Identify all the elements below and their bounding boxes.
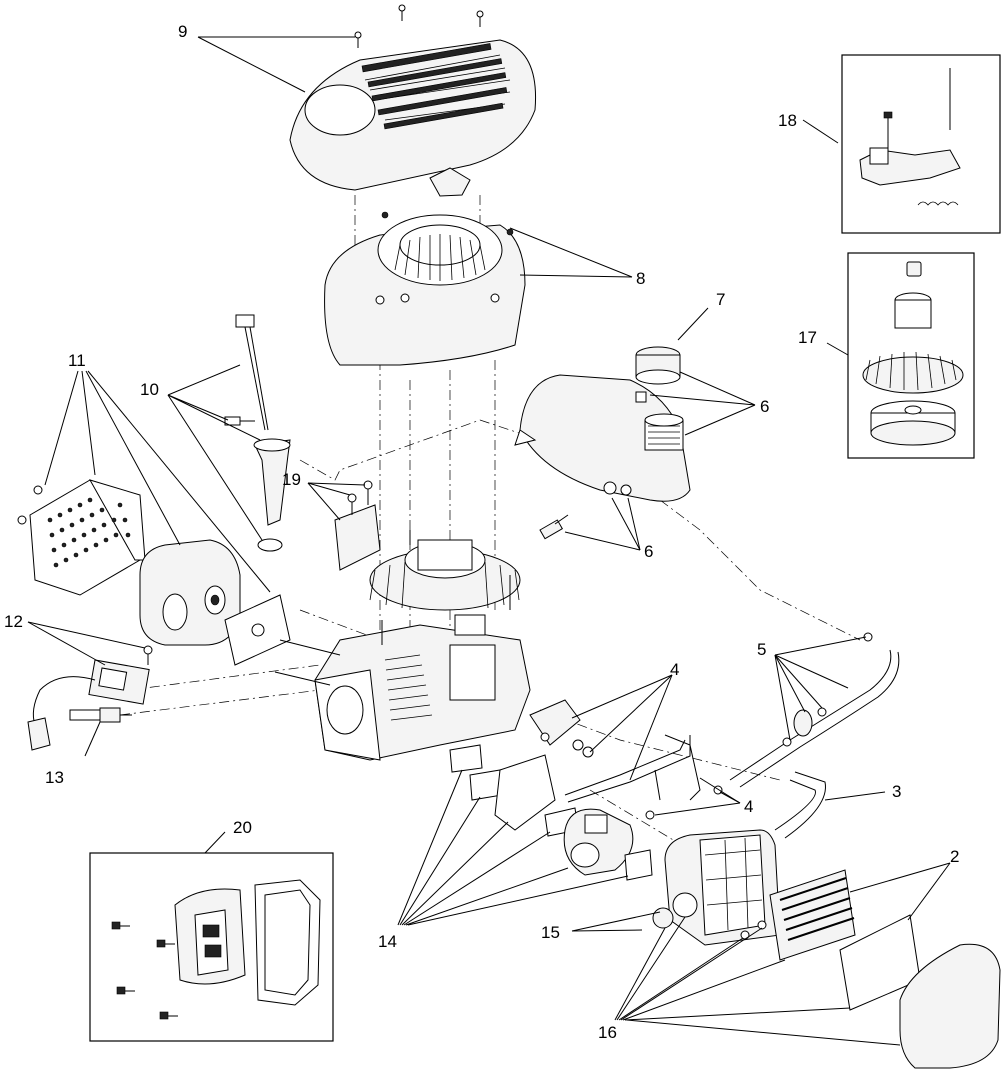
callout-19: 19	[282, 470, 301, 489]
inset-box-17	[847, 252, 975, 459]
spark-plug-part	[69, 707, 132, 723]
callout-16: 16	[598, 1023, 617, 1042]
callout-15: 15	[541, 923, 560, 942]
muffler-heat-shield-part	[17, 479, 291, 666]
dipstick-tube-part	[224, 314, 291, 552]
bracket-19-part	[334, 480, 381, 571]
callout-10: 10	[140, 380, 159, 399]
callout-13: 13	[45, 768, 64, 787]
callout-8: 8	[636, 269, 645, 288]
inset-box-18	[841, 54, 1001, 234]
top-shroud-part	[289, 4, 537, 197]
callout-3: 3	[892, 782, 901, 801]
callout-4a: 4	[670, 660, 679, 679]
callout-17: 17	[798, 328, 817, 347]
carburetor-gaskets-part	[449, 744, 653, 881]
callout-6b: 6	[644, 542, 653, 561]
assembly-guide-lines	[119, 195, 861, 871]
callout-4b: 4	[744, 797, 753, 816]
callout-9: 9	[178, 22, 187, 41]
fuel-line-part	[729, 632, 900, 839]
callout-20: 20	[233, 818, 252, 837]
fuel-fitting-part	[539, 514, 569, 540]
callout-11: 11	[68, 351, 86, 370]
callout-2: 2	[950, 847, 959, 866]
callout-5: 5	[757, 640, 766, 659]
callout-labels: 9 18 8 7 17 11 10 6 19 6 12 5 4 13 4 3 2…	[4, 22, 959, 1042]
engine-block-part	[274, 530, 531, 761]
callout-14: 14	[378, 932, 397, 951]
blower-housing-part	[324, 211, 526, 366]
leader-lines	[27, 36, 951, 1046]
callout-7: 7	[716, 290, 725, 309]
fuel-tank-part	[514, 346, 691, 502]
ignition-coil-part	[27, 645, 153, 751]
air-cleaner-part	[652, 829, 1001, 1069]
callout-6a: 6	[760, 397, 769, 416]
callout-12: 12	[4, 612, 23, 631]
inset-box-20	[89, 852, 334, 1042]
callout-18: 18	[778, 111, 797, 130]
